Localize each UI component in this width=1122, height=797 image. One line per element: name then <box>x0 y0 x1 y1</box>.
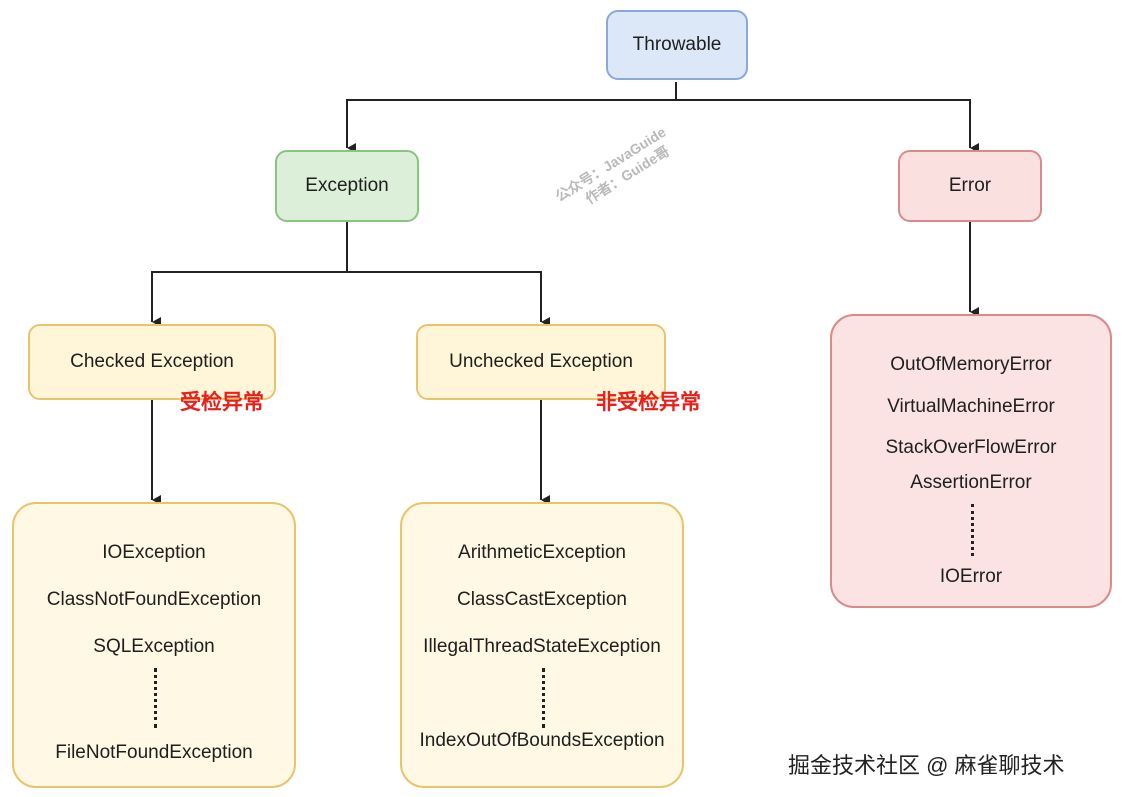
list-item: StackOverFlowError <box>885 437 1057 458</box>
list-item: IndexOutOfBoundsException <box>419 730 665 751</box>
edge-exception-checked <box>151 222 348 327</box>
list-item: IOError <box>939 566 1003 587</box>
checked-exception-node: Checked Exception <box>28 324 276 400</box>
list-item: IOException <box>102 542 206 563</box>
error-list: OutOfMemoryError VirtualMachineError Sta… <box>830 314 1112 608</box>
unchecked-exception-node: Unchecked Exception <box>416 324 666 400</box>
edge-throwable-error <box>676 99 979 153</box>
list-item: FileNotFoundException <box>55 742 253 763</box>
list-item: ClassCastException <box>456 589 628 610</box>
edge-throwable-exception <box>346 82 677 153</box>
checked-exception-label: Checked Exception <box>70 351 234 372</box>
exception-node: Exception <box>275 150 419 222</box>
list-item: OutOfMemoryError <box>890 354 1052 375</box>
exception-label: Exception <box>305 175 389 196</box>
checked-exception-list: IOException ClassNotFoundException SQLEx… <box>12 502 296 788</box>
unchecked-exception-label: Unchecked Exception <box>449 351 633 372</box>
list-item: AssertionError <box>910 472 1032 493</box>
throwable-node: Throwable <box>606 10 748 80</box>
unchecked-exception-list: ArithmeticException ClassCastException I… <box>400 502 684 788</box>
list-item: VirtualMachineError <box>887 396 1055 417</box>
edge-exception-unchecked <box>347 271 550 327</box>
ellipsis-dots <box>154 668 157 728</box>
checked-exception-tag: 受检异常 <box>180 391 264 414</box>
list-item: ArithmeticException <box>458 542 626 563</box>
throwable-label: Throwable <box>632 34 722 55</box>
ellipsis-dots <box>971 504 974 556</box>
list-item: ClassNotFoundException <box>46 589 262 610</box>
list-item: IllegalThreadStateException <box>423 636 661 657</box>
ellipsis-dots <box>542 668 545 728</box>
footer-credit: 掘金技术社区 @ 麻雀聊技术 <box>788 753 1065 778</box>
error-label: Error <box>948 175 992 196</box>
error-node: Error <box>898 150 1042 222</box>
unchecked-exception-tag: 非受检异常 <box>596 391 701 414</box>
list-item: SQLException <box>93 636 215 657</box>
